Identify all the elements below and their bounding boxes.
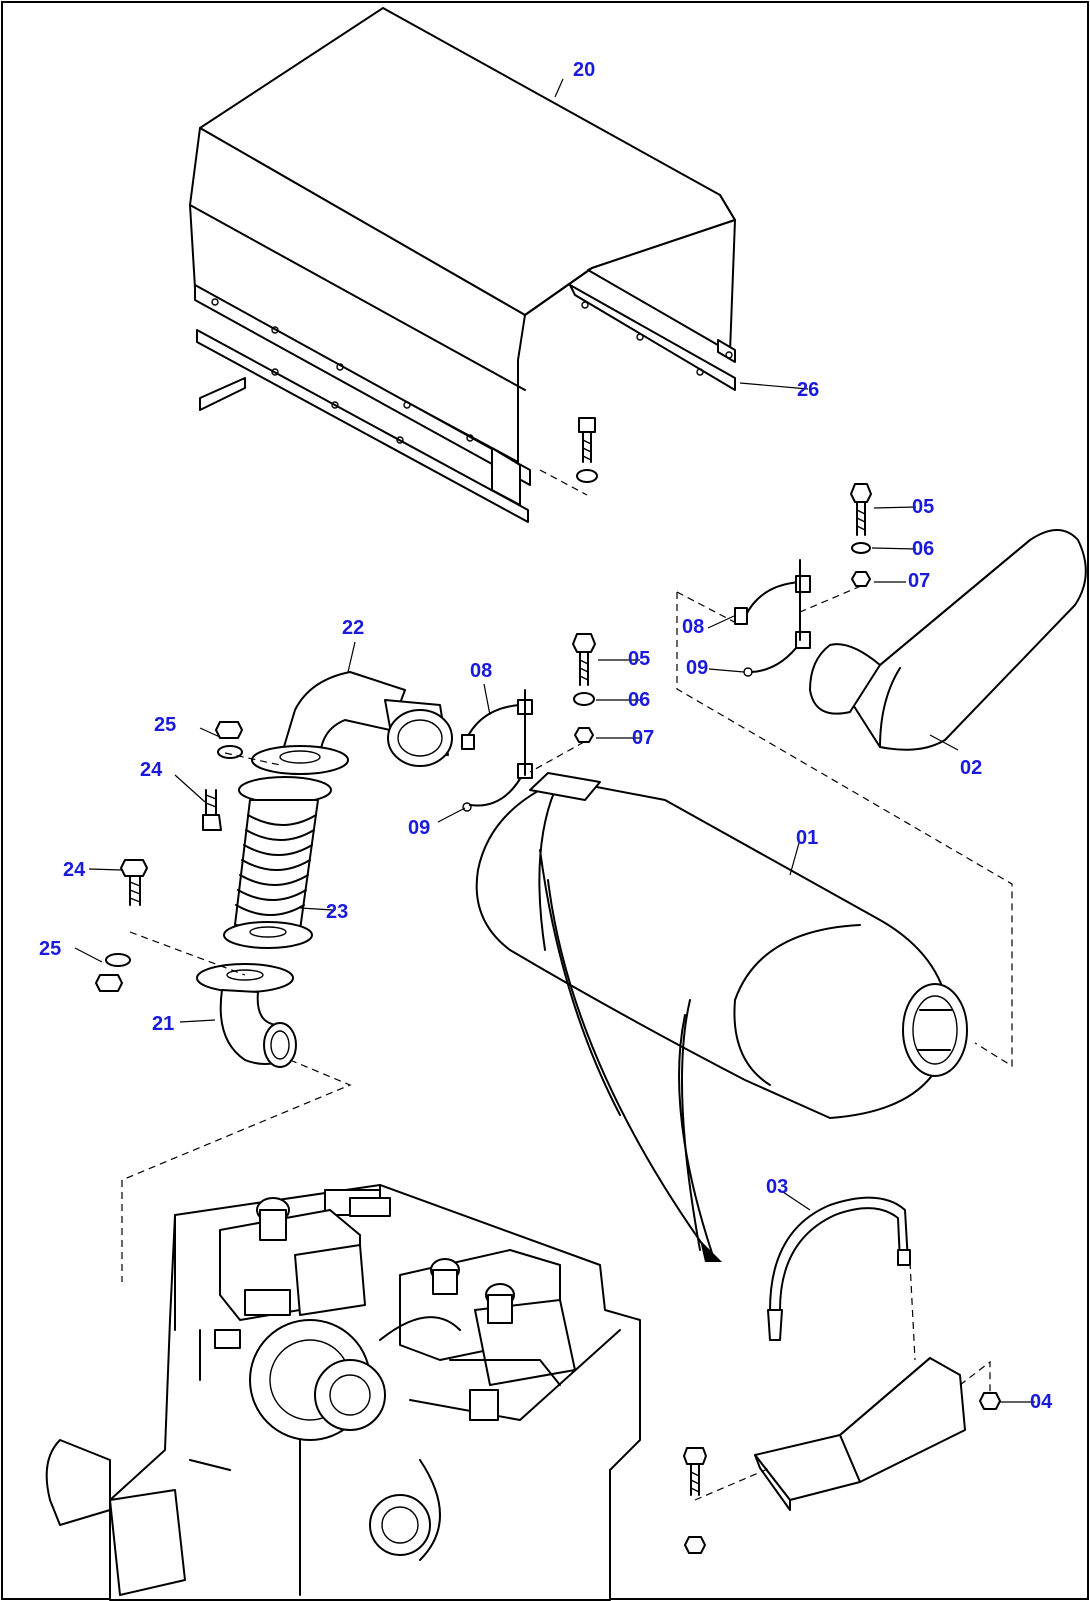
engine-connection-line xyxy=(121,1059,352,1282)
callout-08-lower: 08 xyxy=(470,660,492,682)
callout-25-upper: 25 xyxy=(154,714,176,736)
clamp-upper-right xyxy=(734,559,811,677)
bolt-stack-upper xyxy=(799,483,872,613)
callout-06-upper: 06 xyxy=(912,538,934,560)
callout-05-lower: 05 xyxy=(628,648,650,670)
callout-03: 03 xyxy=(766,1176,788,1198)
callout-04: 04 xyxy=(1030,1391,1053,1413)
mount-bracket xyxy=(754,1261,1001,1511)
callout-23: 23 xyxy=(326,901,348,923)
muffler-part-01 xyxy=(475,772,968,1251)
callout-05-upper: 05 xyxy=(912,496,934,518)
engine-block xyxy=(45,1184,641,1601)
hood-bolt xyxy=(539,417,598,496)
callout-02: 02 xyxy=(960,757,982,779)
cover-hood-part-20 xyxy=(189,7,736,523)
inlet-elbow-part-21 xyxy=(196,963,297,1068)
callout-24-upper: 24 xyxy=(140,759,163,781)
bolt-stack-left xyxy=(529,633,596,773)
leader-lines xyxy=(74,78,1035,1403)
callout-09-lower: 09 xyxy=(408,817,430,839)
flex-bellows-part-23 xyxy=(223,776,332,949)
group-outline-01-02 xyxy=(676,591,1013,1068)
tail-pipe-part-02 xyxy=(809,529,1087,751)
callout-09-upper: 09 xyxy=(686,657,708,679)
callout-24-lower: 24 xyxy=(63,859,86,881)
arrow-to-hanger xyxy=(547,879,711,1256)
callout-01: 01 xyxy=(796,827,818,849)
arrow-to-hanger-2 xyxy=(678,1014,713,1254)
callout-20: 20 xyxy=(573,59,595,81)
callout-08-upper: 08 xyxy=(682,616,704,638)
callout-labels: 20 26 05 06 07 08 09 02 22 08 05 06 07 2… xyxy=(39,59,1053,1413)
clamp-left xyxy=(461,689,533,812)
callout-22: 22 xyxy=(342,617,364,639)
callout-07-upper: 07 xyxy=(908,570,930,592)
callout-07-lower: 07 xyxy=(632,727,654,749)
bracket-bolt xyxy=(683,1447,771,1554)
hanger-strap-part-03 xyxy=(767,1196,911,1341)
callout-25-lower: 25 xyxy=(39,938,61,960)
callout-06-lower: 06 xyxy=(628,689,650,711)
flange-fasteners xyxy=(95,721,281,992)
elbow-pipe-part-22 xyxy=(251,671,453,775)
arrowhead xyxy=(700,1240,722,1262)
callout-26: 26 xyxy=(797,379,819,401)
callout-21: 21 xyxy=(152,1013,174,1035)
